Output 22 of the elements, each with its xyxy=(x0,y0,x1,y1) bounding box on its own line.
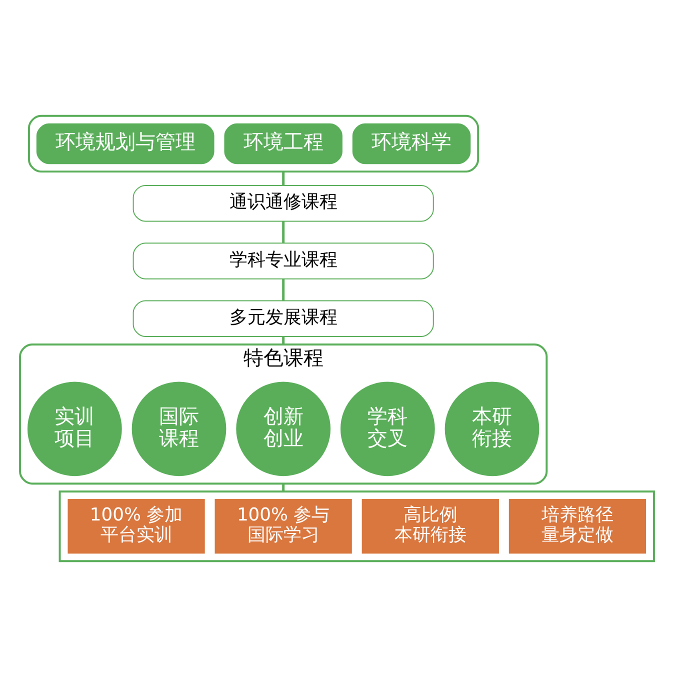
node-circle: 学科交叉 xyxy=(340,381,435,476)
node-circle: 本研衔接 xyxy=(444,381,540,476)
node-box: 100% 参与国际学习 xyxy=(214,498,352,554)
node-box: 高比例本研衔接 xyxy=(362,498,499,554)
connector xyxy=(282,220,285,243)
node-box: 多元发展课程 xyxy=(132,300,434,337)
node-box: 培养路径量身定做 xyxy=(508,498,646,554)
node-box: 环境规划与管理 xyxy=(36,122,214,164)
node-box: 环境科学 xyxy=(352,122,471,164)
node-circle: 创新创业 xyxy=(236,381,331,476)
cluster xyxy=(28,114,480,172)
node-box: 环境工程 xyxy=(224,122,342,164)
node-box: 100% 参加平台实训 xyxy=(68,498,205,554)
node-box: 学科专业课程 xyxy=(132,242,434,279)
connector xyxy=(282,483,285,492)
node-circle: 国际课程 xyxy=(132,381,226,476)
node-box: 通识通修课程 xyxy=(132,184,434,222)
connector xyxy=(282,278,285,300)
connector xyxy=(282,171,285,185)
node-circle: 实训项目 xyxy=(27,381,122,476)
connector xyxy=(282,336,285,344)
cluster xyxy=(58,490,655,562)
